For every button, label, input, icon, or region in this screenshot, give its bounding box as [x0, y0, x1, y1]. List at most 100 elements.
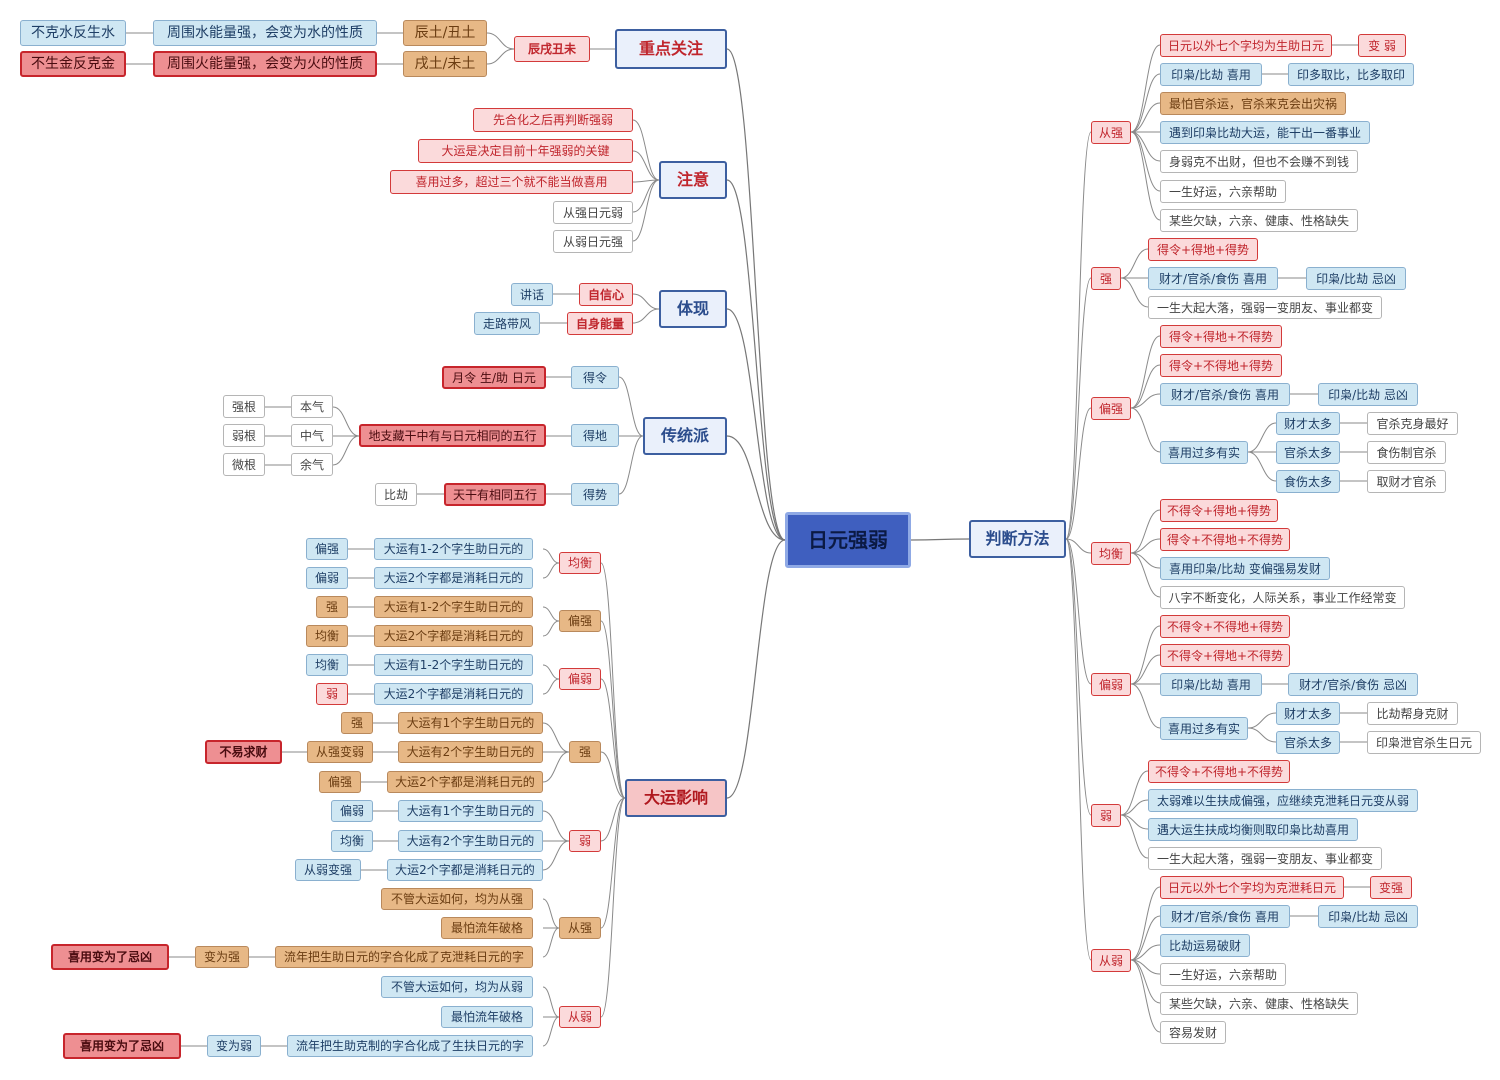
node-chentu[interactable]: 辰土/丑土 — [403, 20, 487, 46]
zhuyi-item-4[interactable]: 从强日元弱 — [553, 201, 633, 224]
method-item-ext[interactable]: 印枭/比劫 忌凶 — [1318, 383, 1418, 406]
method-item[interactable]: 遇大运生扶成均衡则取印枭比劫喜用 — [1148, 818, 1358, 841]
method-item-ext[interactable]: 印枭/比劫 忌凶 — [1306, 267, 1406, 290]
dayun-row[interactable]: 大运2个字都是消耗日元的 — [387, 859, 543, 881]
node-yuqi[interactable]: 余气 — [291, 453, 333, 476]
method-sub-ext[interactable]: 取财才官杀 — [1367, 470, 1446, 493]
dayun-group-pianqiang[interactable]: 偏强 — [559, 610, 601, 632]
dayun-row[interactable]: 大运有1-2个字生助日元的 — [374, 596, 533, 618]
method-item[interactable]: 不得令+不得地+不得势 — [1148, 760, 1290, 783]
method-sub[interactable]: 财才太多 — [1276, 412, 1340, 435]
method-item[interactable]: 太弱难以生扶成偏强，应继续克泄耗日元变从弱 — [1148, 789, 1418, 812]
method-item[interactable]: 比劫运易破财 — [1160, 934, 1250, 957]
dayun-row[interactable]: 大运2个字都是消耗日元的 — [387, 771, 543, 793]
dayun-tag[interactable]: 偏弱 — [306, 567, 348, 589]
node-zouludaifeng[interactable]: 走路带风 — [474, 312, 540, 335]
node-dizhi-canggan[interactable]: 地支藏干中有与日元相同的五行 — [359, 424, 546, 447]
dayun-row[interactable]: 大运2个字都是消耗日元的 — [374, 567, 533, 589]
method-item[interactable]: 喜用过多有实 — [1160, 717, 1248, 740]
node-yueling[interactable]: 月令 生/助 日元 — [442, 366, 546, 389]
method-item[interactable]: 容易发财 — [1160, 1021, 1226, 1044]
topic-panduan[interactable]: 判断方法 — [969, 520, 1066, 558]
dayun-row[interactable]: 大运有1个字生助日元的 — [398, 712, 543, 734]
method-sub[interactable]: 食伤太多 — [1276, 470, 1340, 493]
method-pianruo[interactable]: 偏弱 — [1091, 673, 1131, 696]
node-xiyong-jixiong[interactable]: 喜用变为了忌凶 — [63, 1033, 181, 1059]
method-item[interactable]: 日元以外七个字均为克泄耗日元 — [1160, 876, 1344, 899]
topic-zhuyi[interactable]: 注意 — [659, 161, 727, 199]
node-huo-energy[interactable]: 周围火能量强，会变为火的性质 — [153, 51, 377, 77]
topic-chuantongpai[interactable]: 传统派 — [643, 417, 727, 455]
method-item[interactable]: 印枭/比劫 喜用 — [1160, 673, 1262, 696]
method-sub[interactable]: 官杀太多 — [1276, 731, 1340, 754]
method-item[interactable]: 财才/官杀/食伤 喜用 — [1160, 905, 1290, 928]
dayun-tag[interactable]: 变为弱 — [207, 1035, 261, 1057]
method-item-ext[interactable]: 变强 — [1370, 876, 1412, 899]
node-xiyong-jixiong[interactable]: 喜用变为了忌凶 — [51, 944, 169, 970]
method-item[interactable]: 得令+得地+不得势 — [1160, 325, 1282, 348]
dayun-group-congqiang[interactable]: 从强 — [559, 917, 601, 939]
method-item-ext[interactable]: 印枭/比劫 忌凶 — [1318, 905, 1418, 928]
central-topic[interactable]: 日元强弱 — [785, 512, 911, 568]
method-item[interactable]: 不得令+得地+不得势 — [1160, 644, 1290, 667]
method-pianqiang[interactable]: 偏强 — [1091, 397, 1131, 420]
dayun-row[interactable]: 大运2个字都是消耗日元的 — [374, 625, 533, 647]
topic-dayun[interactable]: 大运影响 — [625, 779, 727, 817]
method-item[interactable]: 一生大起大落，强弱一变朋友、事业都变 — [1148, 847, 1382, 870]
method-item[interactable]: 得令+得地+得势 — [1148, 238, 1258, 261]
method-item[interactable]: 喜用过多有实 — [1160, 441, 1248, 464]
method-item[interactable]: 某些欠缺，六亲、健康、性格缺失 — [1160, 209, 1358, 232]
dayun-row[interactable]: 流年把生助日元的字合化成了克泄耗日元的字 — [275, 946, 533, 968]
method-item[interactable]: 某些欠缺，六亲、健康、性格缺失 — [1160, 992, 1358, 1015]
method-item-ext[interactable]: 财才/官杀/食伤 忌凶 — [1288, 673, 1418, 696]
dayun-row[interactable]: 大运2个字都是消耗日元的 — [374, 683, 533, 705]
dayun-row[interactable]: 大运有1-2个字生助日元的 — [374, 654, 533, 676]
dayun-tag[interactable]: 从强变弱 — [307, 741, 373, 763]
node-jianghua[interactable]: 讲话 — [511, 283, 553, 306]
method-sub[interactable]: 财才太多 — [1276, 702, 1340, 725]
dayun-tag[interactable]: 偏弱 — [331, 800, 373, 822]
method-qiang[interactable]: 强 — [1091, 267, 1121, 290]
method-item[interactable]: 不得令+得地+得势 — [1160, 499, 1278, 522]
node-benqi[interactable]: 本气 — [291, 395, 333, 418]
method-item[interactable]: 八字不断变化，人际关系，事业工作经常变 — [1160, 586, 1405, 609]
topic-tixian[interactable]: 体现 — [659, 290, 727, 328]
node-shui-energy[interactable]: 周围水能量强，会变为水的性质 — [153, 20, 377, 46]
dayun-tag[interactable]: 从弱变强 — [295, 859, 361, 881]
dayun-tag[interactable]: 强 — [316, 596, 348, 618]
method-item-ext[interactable]: 印多取比，比多取印 — [1288, 63, 1414, 86]
node-deling[interactable]: 得令 — [571, 366, 619, 389]
dayun-row[interactable]: 最怕流年破格 — [441, 1006, 533, 1028]
method-item[interactable]: 一生好运，六亲帮助 — [1160, 963, 1286, 986]
dayun-tag[interactable]: 均衡 — [306, 654, 348, 676]
dayun-row[interactable]: 最怕流年破格 — [441, 917, 533, 939]
dayun-tag[interactable]: 变为强 — [195, 946, 249, 968]
node-ruogen[interactable]: 弱根 — [223, 424, 265, 447]
node-buyiqiucai[interactable]: 不易求财 — [205, 740, 282, 764]
zhuyi-item-5[interactable]: 从弱日元强 — [553, 230, 633, 253]
node-bukeshui[interactable]: 不克水反生水 — [20, 20, 126, 46]
method-sub-ext[interactable]: 食伤制官杀 — [1367, 441, 1446, 464]
method-item[interactable]: 印枭/比劫 喜用 — [1160, 63, 1262, 86]
method-sub-ext[interactable]: 官杀克身最好 — [1367, 412, 1458, 435]
dayun-group-ruo[interactable]: 弱 — [569, 830, 601, 852]
dayun-row[interactable]: 大运有2个字生助日元的 — [398, 741, 543, 763]
node-xutu[interactable]: 戌土/未土 — [403, 51, 487, 77]
method-item[interactable]: 身弱克不出财，但也不会赚不到钱 — [1160, 150, 1358, 173]
method-item[interactable]: 喜用印枭/比劫 变偏强易发财 — [1160, 557, 1330, 580]
method-item[interactable]: 一生好运，六亲帮助 — [1160, 180, 1286, 203]
dayun-group-qiang[interactable]: 强 — [569, 741, 601, 763]
node-tiangan[interactable]: 天干有相同五行 — [444, 483, 546, 506]
method-item[interactable]: 日元以外七个字均为生助日元 — [1160, 34, 1332, 57]
node-bijie[interactable]: 比劫 — [375, 483, 417, 506]
zhuyi-item-2[interactable]: 大运是决定目前十年强弱的关键 — [418, 139, 633, 163]
method-congqiang[interactable]: 从强 — [1091, 121, 1131, 144]
topic-zhongdian[interactable]: 重点关注 — [615, 29, 727, 69]
method-sub-ext[interactable]: 印枭泄官杀生日元 — [1367, 731, 1481, 754]
node-dedi[interactable]: 得地 — [571, 424, 619, 447]
dayun-tag[interactable]: 强 — [341, 712, 373, 734]
dayun-row[interactable]: 大运有1-2个字生助日元的 — [374, 538, 533, 560]
dayun-tag[interactable]: 偏强 — [306, 538, 348, 560]
method-item[interactable]: 得令+不得地+得势 — [1160, 354, 1282, 377]
zhuyi-item-3[interactable]: 喜用过多，超过三个就不能当做喜用 — [390, 170, 633, 194]
